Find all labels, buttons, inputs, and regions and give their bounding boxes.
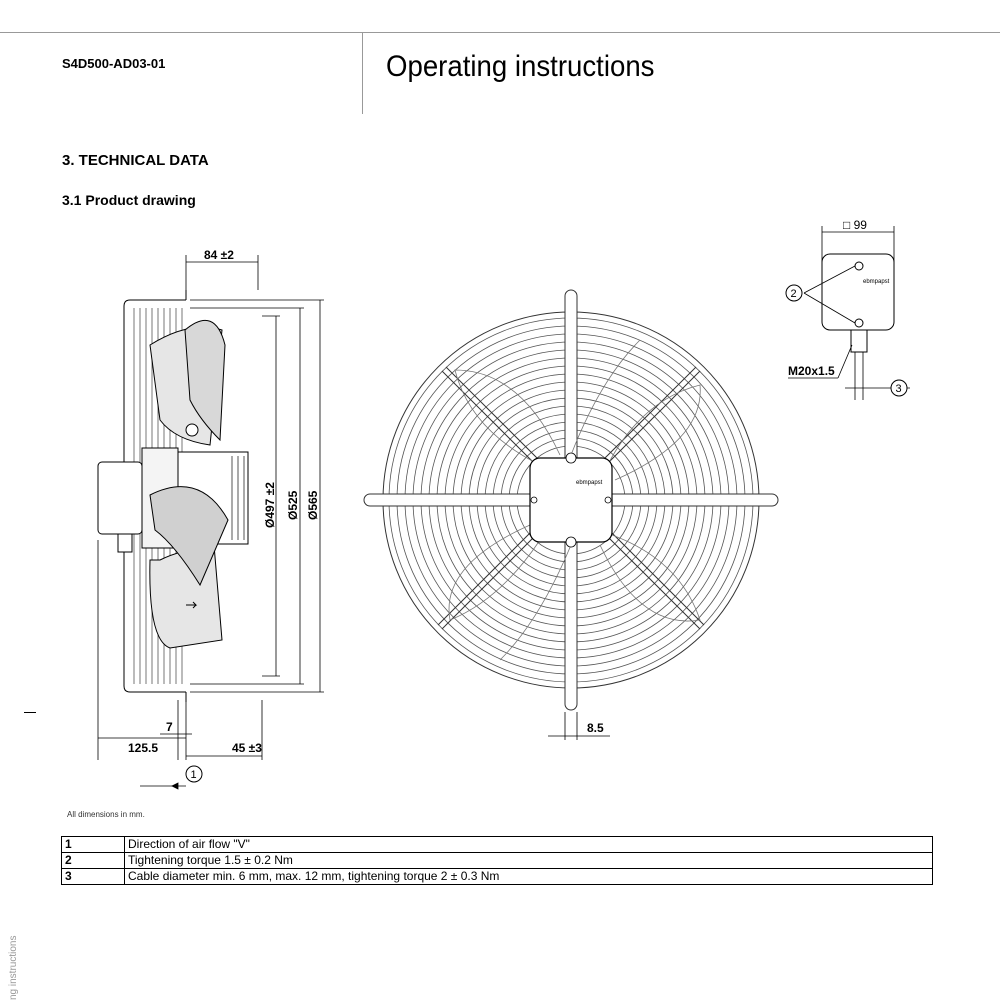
legend-text: Tightening torque 1.5 ± 0.2 Nm <box>124 852 933 869</box>
callout-2: 2 <box>791 288 797 300</box>
dim-depth: 84 ±2 <box>204 248 234 262</box>
side-footer-text: ng instructions <box>8 935 19 1000</box>
fan-blades <box>448 339 701 661</box>
legend-table: 1 Direction of air flow "V" 2 Tightening… <box>61 836 933 885</box>
margin-mark <box>24 712 36 713</box>
dim-d565: Ø565 <box>306 490 320 520</box>
legend-number: 1 <box>61 836 125 853</box>
model-number: S4D500-AD03-01 <box>62 56 166 71</box>
legend-row: 1 Direction of air flow "V" <box>61 836 933 853</box>
section-subheading: 3.1 Product drawing <box>62 192 196 208</box>
dim-d497: Ø497 ±2 <box>263 482 277 528</box>
callout-3: 3 <box>896 383 902 395</box>
legend-row: 2 Tightening torque 1.5 ± 0.2 Nm <box>61 852 933 869</box>
legend-number: 3 <box>61 868 125 885</box>
blade-middle <box>149 486 229 587</box>
front-view <box>363 289 779 740</box>
product-drawing: 84 ±2 Ø497 ±2 Ø525 Ø565 7 125.5 45 ±3 1 <box>97 220 910 790</box>
dim-7: 7 <box>166 720 173 734</box>
box-detail-brand: ebmpapst <box>863 279 890 285</box>
document-title: Operating instructions <box>386 50 655 83</box>
side-view <box>97 255 324 790</box>
legend-number: 2 <box>61 852 125 869</box>
dim-box-size: □ 99 <box>843 220 867 232</box>
dim-thread: M20x1.5 <box>788 364 835 378</box>
dim-8-5: 8.5 <box>587 721 604 735</box>
dim-45: 45 ±3 <box>232 741 262 755</box>
callout-1: 1 <box>191 769 197 781</box>
header-divider <box>362 32 363 114</box>
dimensions-note: All dimensions in mm. <box>67 810 145 819</box>
legend-row: 3 Cable diameter min. 6 mm, max. 12 mm, … <box>61 868 933 885</box>
section-heading: 3. TECHNICAL DATA <box>62 152 209 169</box>
callout-1-circle <box>185 765 203 783</box>
legend-text: Cable diameter min. 6 mm, max. 12 mm, ti… <box>124 868 933 885</box>
callout-3-circle <box>890 379 908 397</box>
terminal-box <box>97 461 143 535</box>
terminal-box-detail <box>788 226 910 400</box>
legend-text: Direction of air flow "V" <box>124 836 933 853</box>
dim-d525: Ø525 <box>286 490 300 520</box>
callout-2-circle <box>785 284 803 302</box>
header-rule <box>0 32 1000 33</box>
hub-brand: ebmpapst <box>576 480 603 486</box>
hub-terminal-box <box>529 457 613 543</box>
dim-125-5: 125.5 <box>128 741 158 755</box>
